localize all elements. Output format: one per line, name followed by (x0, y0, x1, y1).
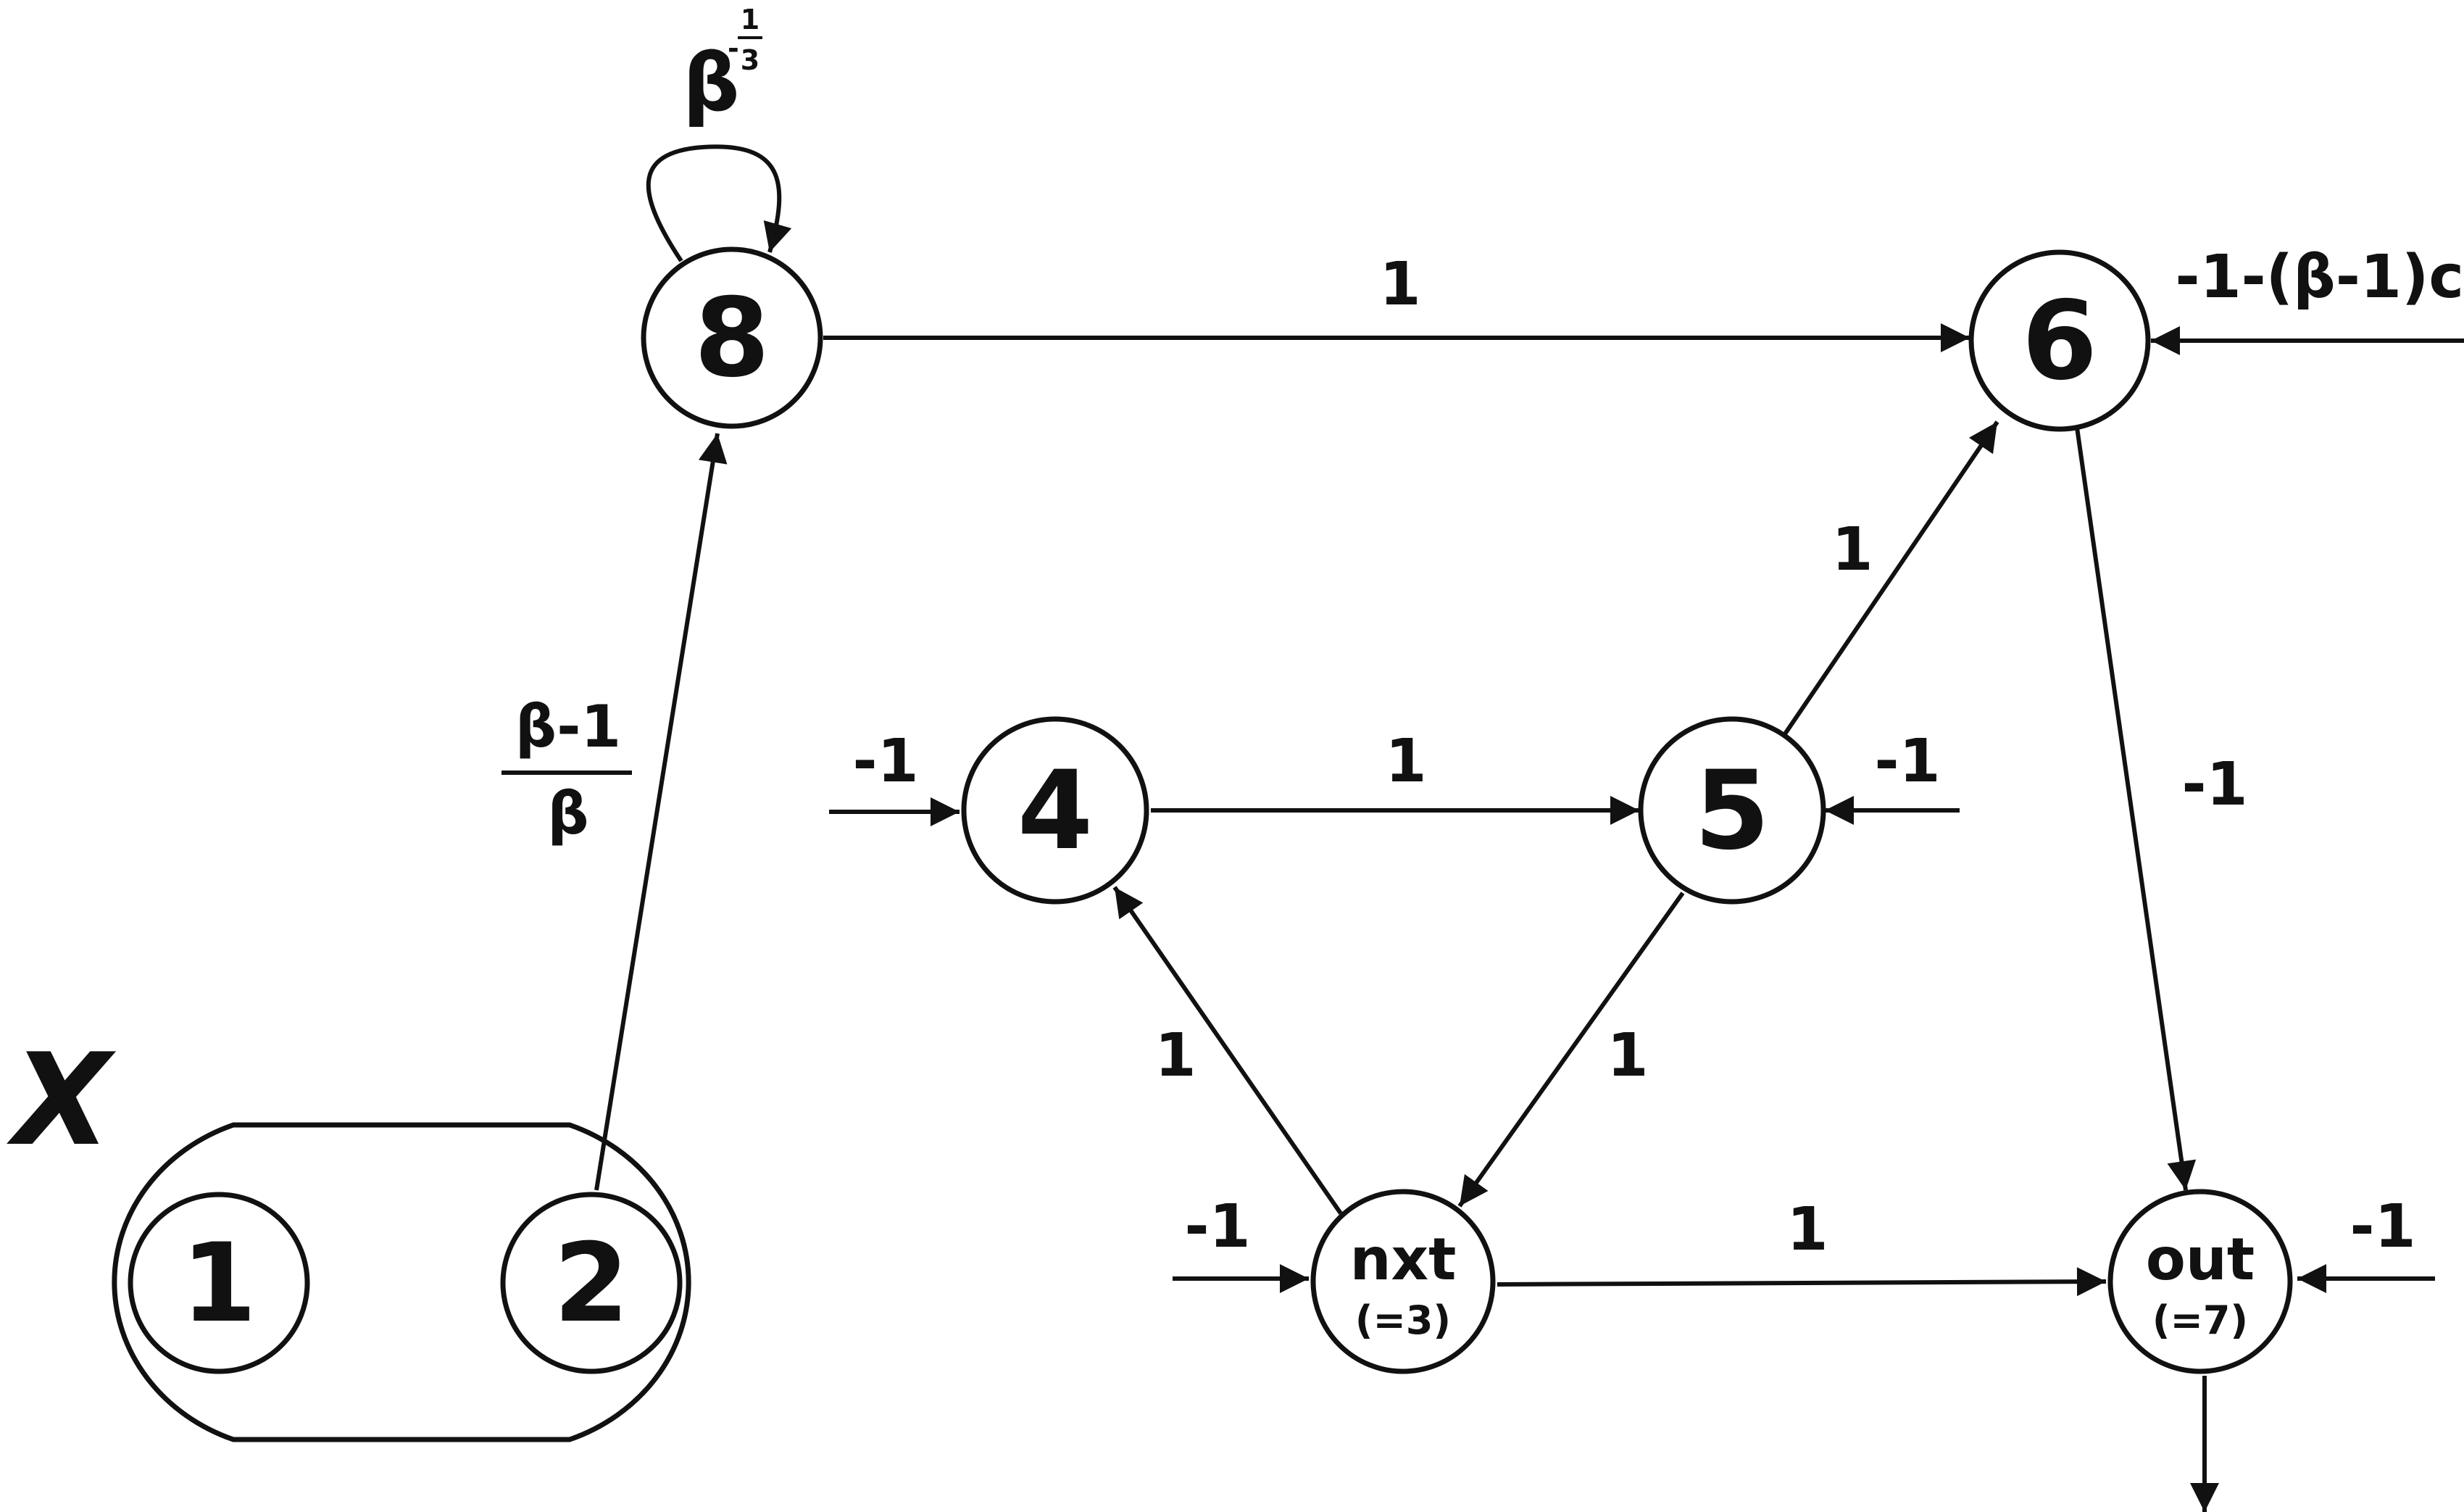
self-loop-label: β - 1 3 (683, 4, 762, 129)
edge-nxt-4-label: 1 (1154, 1021, 1196, 1090)
edge-in-5-label: -1 (1874, 727, 1940, 796)
svg-text:8: 8 (694, 275, 770, 402)
group-x-label: X (7, 1027, 117, 1174)
edge-in-nxt-label: -1 (1184, 1192, 1250, 1261)
edge-in-4-label: -1 (852, 727, 918, 796)
group-x-shape (112, 1122, 691, 1442)
node-1: 1 (128, 1192, 310, 1374)
edge-2-8-label: β-1 β (501, 693, 632, 847)
svg-text:(=3): (=3) (1355, 1297, 1451, 1343)
edge-6-to-out (2075, 427, 2197, 1191)
svg-text:β: β (547, 780, 588, 847)
edge-in-6-label: -1-(β-1)c (2176, 243, 2464, 312)
node-5: 5 (1638, 716, 1826, 905)
svg-text:4: 4 (1017, 748, 1093, 874)
edge-nxt-to-out (1497, 1267, 2107, 1297)
edge-nxt-to-4 (1112, 886, 1343, 1215)
svg-text:β-1: β-1 (515, 693, 621, 760)
edge-5-to-6 (1782, 420, 1999, 736)
svg-text:out: out (2146, 1226, 2255, 1293)
edge-5-to-nxt (1457, 892, 1685, 1208)
svg-text:3: 3 (741, 44, 759, 76)
edge-2-to-8 (594, 433, 728, 1191)
edge-5-nxt-label: 1 (1607, 1021, 1648, 1090)
node-6: 6 (1968, 249, 2151, 432)
node-nxt: nxt (=3) (1310, 1189, 1496, 1374)
node-4: 4 (961, 716, 1149, 905)
svg-text:nxt: nxt (1350, 1226, 1457, 1293)
svg-text:(=7): (=7) (2152, 1297, 2248, 1343)
edge-in-out-label: -1 (2349, 1192, 2415, 1261)
edge-5-6-label: 1 (1831, 515, 1873, 584)
svg-text:2: 2 (554, 1221, 629, 1347)
svg-text:6: 6 (2022, 278, 2097, 404)
svg-text:1: 1 (181, 1221, 257, 1347)
svg-text:β: β (683, 36, 740, 129)
edge-8-self-loop (646, 144, 792, 262)
edge-8-6-label: 1 (1379, 250, 1420, 319)
node-out: out (=7) (2107, 1189, 2293, 1374)
svg-text:1: 1 (741, 4, 759, 36)
node-2: 2 (500, 1192, 683, 1374)
node-8: 8 (641, 246, 823, 429)
edge-6-out-label: -1 (2181, 750, 2247, 819)
edge-4-5-label: 1 (1385, 727, 1426, 796)
svg-text:5: 5 (1694, 748, 1770, 874)
svg-text:-: - (728, 33, 739, 65)
edge-nxt-out-label: 1 (1786, 1195, 1828, 1264)
